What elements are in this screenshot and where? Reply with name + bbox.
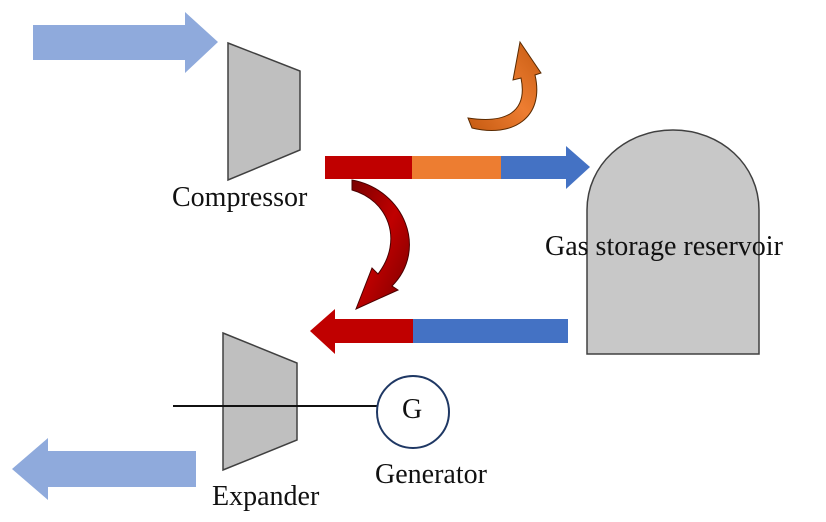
heat-recovery-arrow (351, 179, 410, 310)
charging-hot-segment (325, 156, 412, 179)
generator-shape (376, 375, 450, 449)
heat-release-arrow (467, 40, 542, 132)
charging-warm-segment (412, 156, 501, 179)
discharging-cool-segment (413, 319, 568, 343)
compressor-shape (227, 41, 301, 182)
compressor-label: Compressor (172, 182, 308, 213)
exhaust-air-arrow (12, 438, 196, 500)
discharging-stream-arrow (310, 309, 568, 354)
gas-storage-reservoir-label: Gas storage reservoir (545, 231, 783, 262)
inlet-air-arrow (33, 12, 218, 73)
gas-storage-reservoir-shape (586, 129, 760, 355)
generator-symbol: G (402, 394, 423, 425)
generator-label: Generator (375, 459, 487, 490)
discharging-hot-segment (335, 319, 413, 343)
charging-stream-arrow (325, 146, 590, 189)
charging-cool-segment (501, 156, 566, 179)
expander-label: Expander (212, 481, 320, 512)
expander-shape (222, 331, 298, 472)
